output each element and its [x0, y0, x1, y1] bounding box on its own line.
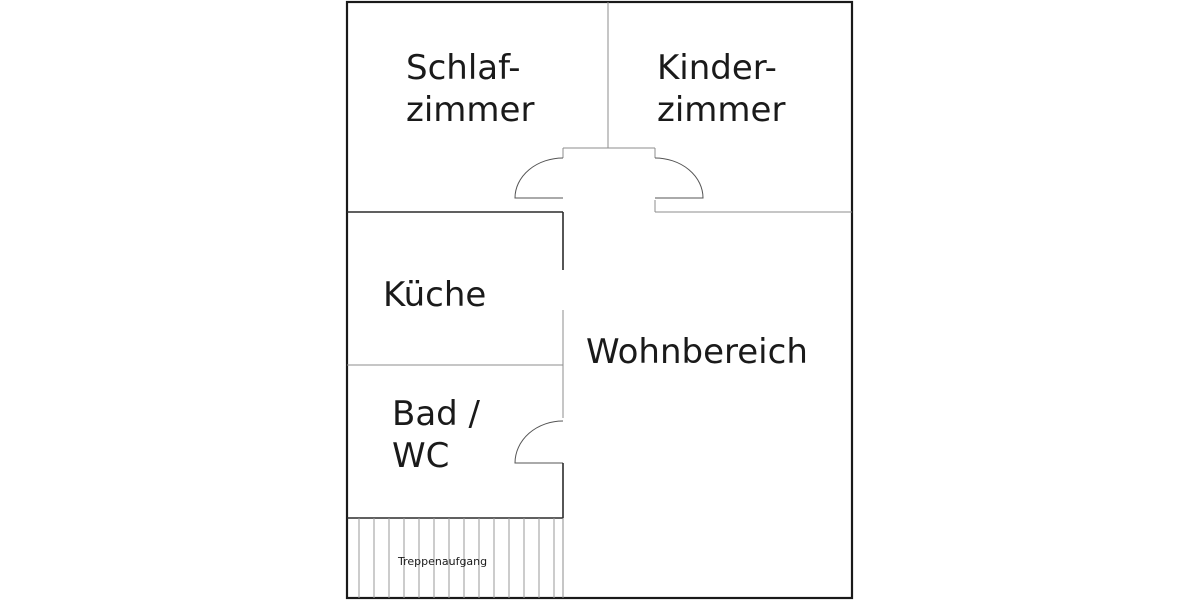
stair-treads — [358, 518, 555, 598]
door-kinderzimmer — [654, 157, 704, 199]
schlafzimmer-line2: zimmer — [406, 90, 535, 130]
kinderzimmer-line2: zimmer — [657, 90, 786, 130]
schlafzimmer-line1: Schlaf- — [406, 48, 521, 88]
room-label-schlafzimmer: Schlaf- zimmer — [406, 47, 534, 131]
room-label-wohnbereich: Wohnbereich — [586, 331, 808, 373]
door-bad — [514, 420, 564, 464]
bad-line1: Bad / — [392, 394, 481, 434]
room-label-bad: Bad / WC — [392, 393, 480, 477]
room-label-kueche: Küche — [383, 274, 486, 316]
door-schlafzimmer — [514, 157, 564, 199]
room-label-kinderzimmer: Kinder- zimmer — [657, 47, 785, 131]
outer-wall — [345, 0, 854, 600]
wohnbereich-label: Wohnbereich — [586, 332, 808, 372]
stairs-label: Treppenaufgang — [398, 555, 488, 568]
bad-line2: WC — [392, 436, 450, 476]
kinderzimmer-line1: Kinder- — [657, 48, 777, 88]
kueche-label: Küche — [383, 275, 487, 315]
